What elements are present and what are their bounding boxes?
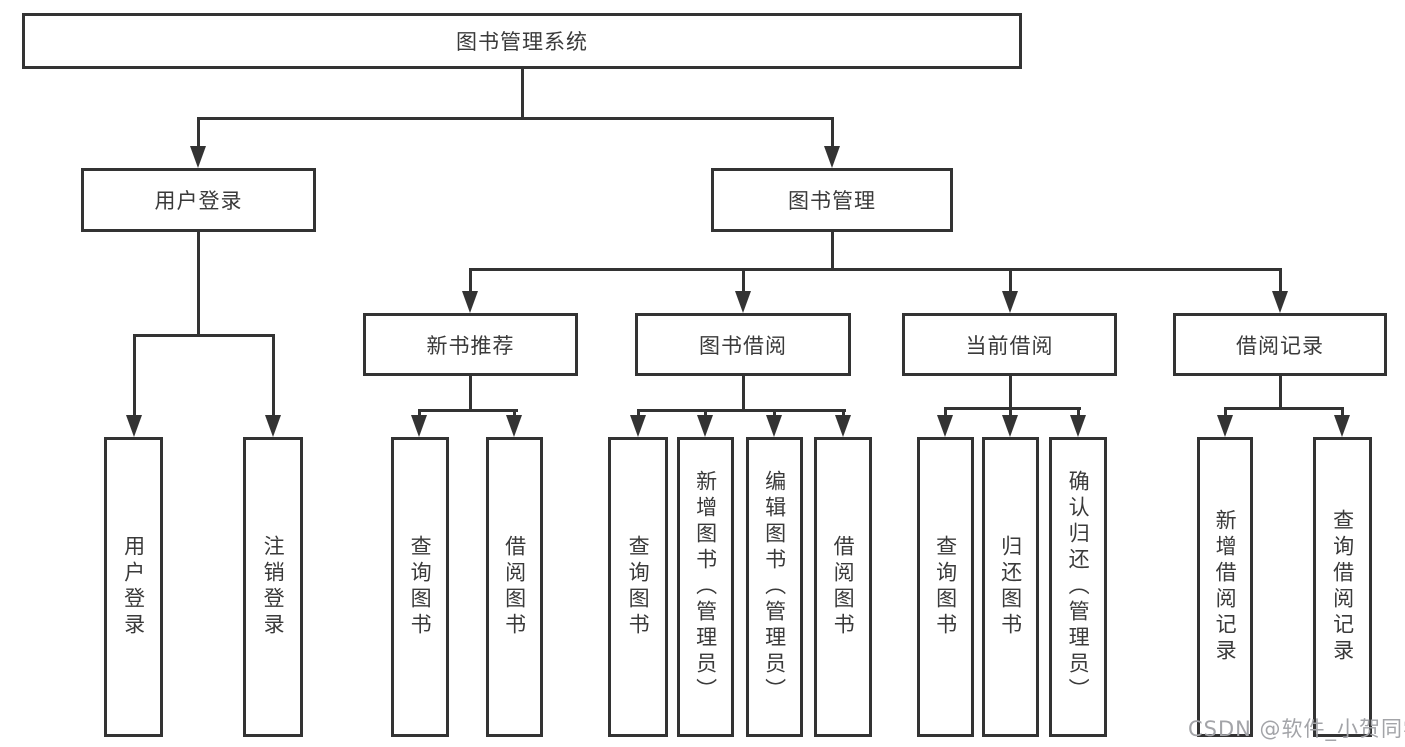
connector-line (1224, 407, 1227, 417)
leaf-borrow-books: 借阅图书 (814, 437, 872, 737)
node-label: 图书管理 (788, 189, 876, 213)
node-label: 新书推荐 (426, 333, 515, 358)
node-book-management: 图书管理 (711, 168, 953, 232)
leaf-user-login: 用户登录 (104, 437, 163, 737)
leaf-add-books-admin: 新增图书（管理员） (677, 437, 734, 737)
node-label: 借阅图书 (831, 535, 856, 639)
connector-line (637, 409, 846, 412)
arrowhead (411, 415, 427, 437)
connector-line (637, 409, 640, 417)
connector-line (1009, 373, 1012, 410)
arrowhead (697, 415, 713, 437)
node-label: 图书借阅 (699, 333, 787, 358)
connector-line (842, 409, 845, 417)
connector-line (742, 373, 745, 412)
connector-line (742, 268, 745, 293)
leaf-logout: 注销登录 (243, 437, 303, 737)
node-label: 注销登录 (261, 535, 286, 639)
connector-line (1009, 268, 1012, 293)
connector-line (1077, 407, 1080, 417)
arrowhead (1070, 415, 1086, 437)
node-label: 图书管理系统 (456, 30, 588, 54)
connector-line (521, 69, 524, 119)
arrowhead (190, 146, 206, 168)
arrowhead (835, 415, 851, 437)
arrowhead (1002, 291, 1018, 313)
leaf-add-borrow-record: 新增借阅记录 (1197, 437, 1253, 737)
arrowhead (735, 291, 751, 313)
connector-line (944, 407, 1081, 410)
csdn-watermark: CSDN @软件_小贺同学 (1188, 717, 1405, 741)
arrowhead (766, 415, 782, 437)
node-label: 归还图书 (998, 535, 1023, 639)
node-label: 确认归还（管理员） (1066, 470, 1091, 704)
node-label: 新增借阅记录 (1213, 509, 1238, 665)
arrowhead (462, 291, 478, 313)
connector-line (197, 117, 834, 120)
connector-line (513, 409, 516, 417)
node-label: 当前借阅 (965, 333, 1054, 358)
arrowhead (265, 415, 281, 437)
connector-line (133, 334, 136, 417)
connector-line (1224, 407, 1344, 410)
connector-line (944, 407, 947, 417)
leaf-borrow-books-recommend: 借阅图书 (486, 437, 543, 737)
arrowhead (824, 146, 840, 168)
connector-line (133, 334, 275, 337)
arrowhead (1272, 291, 1288, 313)
connector-line (469, 268, 1281, 271)
arrowhead (1217, 415, 1233, 437)
connector-line (469, 268, 472, 293)
node-borrowing-records: 借阅记录 (1173, 313, 1387, 376)
node-label: 用户登录 (121, 535, 146, 639)
connector-line (1009, 407, 1012, 417)
node-label: 查询图书 (408, 535, 433, 639)
arrowhead (1002, 415, 1018, 437)
node-user-login: 用户登录 (81, 168, 316, 232)
arrowhead (126, 415, 142, 437)
node-label: 查询图书 (933, 535, 958, 639)
node-book-borrowing: 图书借阅 (635, 313, 851, 376)
node-label: 用户登录 (154, 189, 243, 213)
connector-line (831, 117, 834, 148)
leaf-query-borrow-record: 查询借阅记录 (1313, 437, 1372, 737)
connector-line (1279, 268, 1282, 293)
leaf-query-books-borrowing: 查询图书 (608, 437, 668, 737)
arrowhead (1334, 415, 1350, 437)
leaf-edit-books-admin: 编辑图书（管理员） (746, 437, 803, 737)
connector-line (418, 409, 518, 412)
node-label: 查询借阅记录 (1330, 509, 1355, 665)
node-label: 借阅记录 (1236, 333, 1324, 358)
leaf-return-books: 归还图书 (982, 437, 1039, 737)
leaf-query-books-recommend: 查询图书 (391, 437, 449, 737)
leaf-query-books-current: 查询图书 (917, 437, 974, 737)
node-library-system: 图书管理系统 (22, 13, 1022, 69)
connector-line (773, 409, 776, 417)
node-label: 新增图书（管理员） (693, 470, 718, 704)
connector-line (1279, 373, 1282, 410)
connector-line (197, 117, 200, 148)
arrowhead (937, 415, 953, 437)
node-current-borrowing: 当前借阅 (902, 313, 1117, 376)
node-label: 编辑图书（管理员） (762, 470, 787, 704)
connector-line (469, 373, 472, 412)
leaf-confirm-return-admin: 确认归还（管理员） (1049, 437, 1107, 737)
node-label: 查询图书 (626, 535, 651, 639)
connector-line (272, 334, 275, 417)
arrowhead (506, 415, 522, 437)
connector-line (1341, 407, 1344, 417)
node-label: 借阅图书 (502, 535, 527, 639)
connector-line (197, 230, 200, 336)
connector-line (418, 409, 421, 417)
arrowhead (630, 415, 646, 437)
node-new-book-recommend: 新书推荐 (363, 313, 578, 376)
connector-line (831, 230, 834, 271)
connector-line (704, 409, 707, 417)
